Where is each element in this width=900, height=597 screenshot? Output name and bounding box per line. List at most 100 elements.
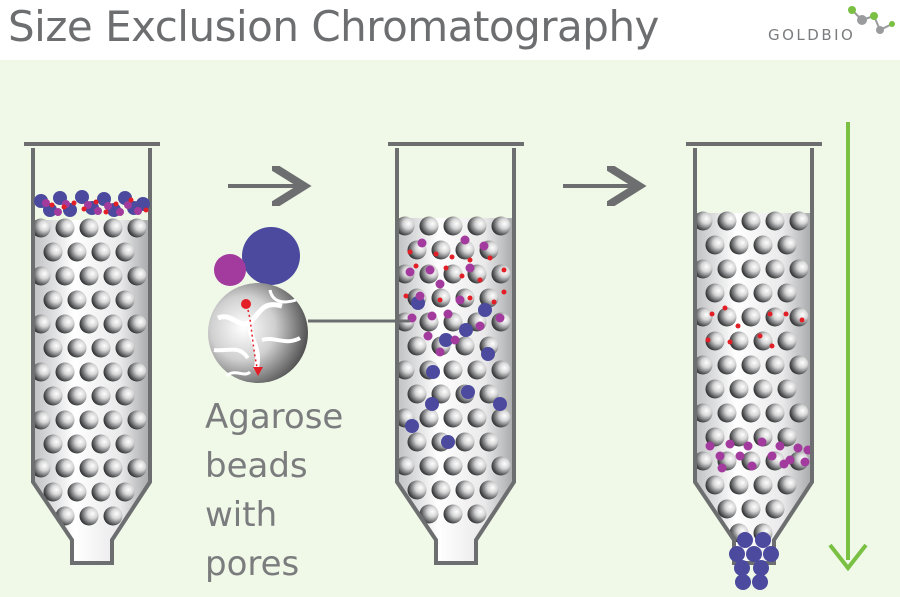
agarose-bead <box>419 456 439 476</box>
medium-molecule <box>705 441 715 451</box>
small-molecule <box>705 337 711 343</box>
small-molecule <box>71 200 77 206</box>
agarose-bead <box>705 283 725 303</box>
agarose-bead <box>115 434 135 454</box>
agarose-bead <box>765 355 785 375</box>
agarose-bead <box>31 218 51 238</box>
small-molecule <box>407 249 413 255</box>
small-molecule <box>722 305 728 311</box>
flow-direction-arrow <box>828 122 868 572</box>
agarose-bead <box>777 283 797 303</box>
agarose-bead <box>55 218 75 238</box>
agarose-bead <box>467 504 487 524</box>
medium-molecule <box>495 313 505 323</box>
medium-molecule <box>715 451 725 461</box>
agarose-bead <box>705 235 725 255</box>
agarose-bead <box>467 456 487 476</box>
agarose-bead <box>777 427 797 447</box>
agarose-bead <box>443 456 463 476</box>
medium-molecule <box>104 202 112 210</box>
agarose-bead <box>455 336 475 356</box>
agarose-bead <box>103 218 123 238</box>
small-molecule <box>769 343 775 349</box>
agarose-bead <box>67 242 87 262</box>
agarose-bead <box>419 408 439 428</box>
agarose-bead <box>789 307 809 327</box>
agarose-bead <box>705 379 725 399</box>
medium-molecule <box>427 311 437 321</box>
agarose-bead <box>693 259 713 279</box>
agarose-bead <box>79 314 99 334</box>
agarose-bead <box>419 504 439 524</box>
medium-molecule <box>747 461 757 471</box>
agarose-bead <box>741 211 761 231</box>
agarose-bead <box>765 259 785 279</box>
agarose-bead <box>717 211 737 231</box>
large-molecule <box>493 397 507 411</box>
agarose-bead <box>765 307 785 327</box>
agarose-bead <box>55 458 75 478</box>
bead-label-line-1: Agarose <box>205 397 344 437</box>
agarose-bead <box>777 379 797 399</box>
large-molecule-key <box>242 227 300 285</box>
goldbio-logo-icon <box>848 6 895 34</box>
agarose-bead <box>467 360 487 380</box>
large-molecule <box>459 323 473 337</box>
medium-molecule <box>465 263 475 273</box>
agarose-bead <box>741 307 761 327</box>
agarose-bead <box>729 283 749 303</box>
column-1 <box>24 142 160 565</box>
agarose-bead <box>717 307 737 327</box>
agarose-bead <box>717 355 737 375</box>
agarose-bead <box>67 434 87 454</box>
agarose-bead <box>467 216 487 236</box>
agarose-bead <box>443 216 463 236</box>
agarose-bead <box>431 240 451 260</box>
agarose-bead <box>693 307 713 327</box>
column-1-outline <box>31 148 152 565</box>
medium-molecule <box>717 463 727 473</box>
agarose-bead <box>43 434 63 454</box>
agarose-bead <box>115 242 135 262</box>
small-molecule <box>487 255 493 261</box>
agarose-bead <box>103 314 123 334</box>
agarose-bead <box>127 362 147 382</box>
medium-molecule <box>725 439 735 449</box>
agarose-bead <box>79 362 99 382</box>
large-molecule <box>425 397 439 411</box>
small-molecule <box>128 197 134 203</box>
small-molecule <box>437 297 443 303</box>
large-molecule <box>461 385 475 399</box>
agarose-bead <box>443 360 463 380</box>
agarose-bead <box>91 482 111 502</box>
medium-molecule <box>450 335 460 345</box>
medium-molecule <box>443 309 453 319</box>
agarose-bead <box>753 283 773 303</box>
agarose-bead <box>491 408 511 428</box>
small-molecule <box>467 295 473 301</box>
medium-molecule <box>435 347 445 357</box>
pore-path <box>247 309 259 373</box>
small-molecule <box>449 254 455 260</box>
large-molecule <box>753 560 769 576</box>
medium-molecule <box>800 457 810 467</box>
agarose-bead <box>91 386 111 406</box>
agarose-bead <box>91 434 111 454</box>
column-2 <box>388 142 524 565</box>
small-molecule <box>413 263 419 269</box>
small-molecule <box>433 251 439 257</box>
agarose-bead <box>407 432 427 452</box>
agarose-bead <box>431 480 451 500</box>
agarose-bead <box>103 362 123 382</box>
agarose-bead <box>753 379 773 399</box>
agarose-bead <box>91 338 111 358</box>
small-molecule <box>103 209 109 215</box>
large-molecule <box>729 546 745 562</box>
agarose-bead <box>479 384 499 404</box>
agarose-bead <box>127 458 147 478</box>
agarose-bead <box>67 338 87 358</box>
page-title: Size Exclusion Chromatography <box>8 2 659 51</box>
agarose-bead <box>115 386 135 406</box>
agarose-bead <box>67 290 87 310</box>
